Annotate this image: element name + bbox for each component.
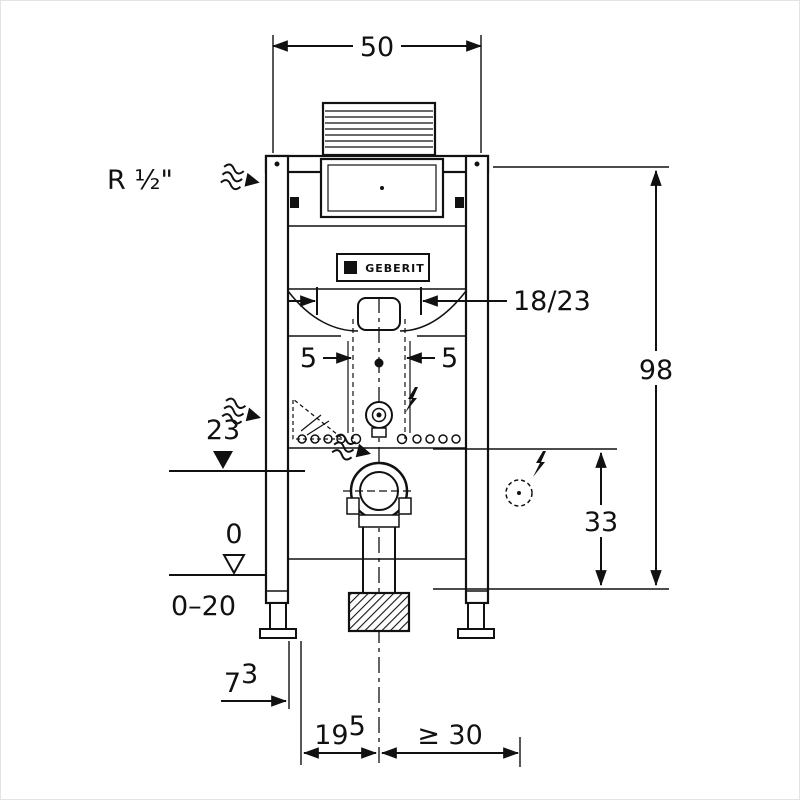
dim-depth-label: 73 [224, 659, 258, 699]
inspection-shaft [319, 157, 445, 219]
dim-outlet-offset: 195 [302, 711, 378, 759]
dim-height-adjustment-label: 0–20 [171, 591, 236, 622]
dim-depth: 73 [221, 659, 288, 707]
fill-valve-mechanism [292, 319, 461, 445]
flush-bend [343, 461, 415, 633]
supply-connection-label: R ½" [107, 165, 173, 196]
open-triangle-level-icon [222, 554, 246, 576]
dim-depth-main: 7 [224, 668, 241, 699]
rail-bracket [455, 197, 464, 208]
dim-offsets: 5 5 [300, 343, 458, 374]
dim-side-clearance: ≥ 30 [380, 720, 520, 759]
brand-logo-icon [344, 261, 357, 274]
dim-top-width: 50 [271, 30, 483, 153]
protection-cover [321, 101, 437, 157]
dim-frame-height-label: 98 [639, 355, 673, 386]
water-flow-icon [219, 162, 264, 195]
mounting-frame [259, 154, 495, 639]
dim-side-clearance-label: ≥ 30 [417, 720, 483, 751]
dim-right-offset-label: 5 [441, 343, 458, 374]
rail-bracket [290, 197, 299, 208]
fixing-screws [297, 433, 461, 445]
dim-depth-sup: 3 [241, 659, 258, 690]
frame-fixing-dot [474, 161, 480, 167]
dim-flush-plate: 18/23 [289, 286, 591, 317]
dim-frame-height: 98 [433, 166, 678, 590]
dim-supply-connection: R ½" [107, 162, 264, 196]
dim-zero-level-label: 0 [225, 519, 242, 550]
dim-connection-height: 33 [433, 448, 622, 587]
dim-outlet-main: 19 [314, 720, 348, 751]
dim-outlet-level: 23 [169, 415, 305, 472]
dim-outlet-level-label: 23 [206, 415, 240, 446]
brand-plate: GEBERIT [336, 253, 430, 282]
brand-label: GEBERIT [365, 262, 425, 275]
dim-connection-height-label: 33 [584, 507, 618, 538]
frame-fixing-dot [274, 161, 280, 167]
dim-outlet-sup: 5 [349, 711, 366, 742]
lightning-bolt-icon [405, 387, 418, 413]
dim-outlet-offset-label: 195 [314, 711, 366, 751]
cistern-bottom [287, 290, 467, 332]
filled-triangle-level-icon [213, 451, 233, 469]
frame-foot-right [457, 602, 495, 639]
supply-connector-sketch [292, 397, 345, 440]
dim-flush-plate-label: 18/23 [513, 286, 591, 317]
dim-zero-level: 0 [169, 519, 266, 576]
frame-foot-left [259, 602, 297, 639]
dim-top-width-label: 50 [360, 32, 394, 63]
electric-outlet-marker [505, 479, 533, 507]
drain-socket [347, 591, 411, 633]
lightning-bolt-icon [533, 451, 546, 477]
dim-left-offset-label: 5 [300, 343, 317, 374]
